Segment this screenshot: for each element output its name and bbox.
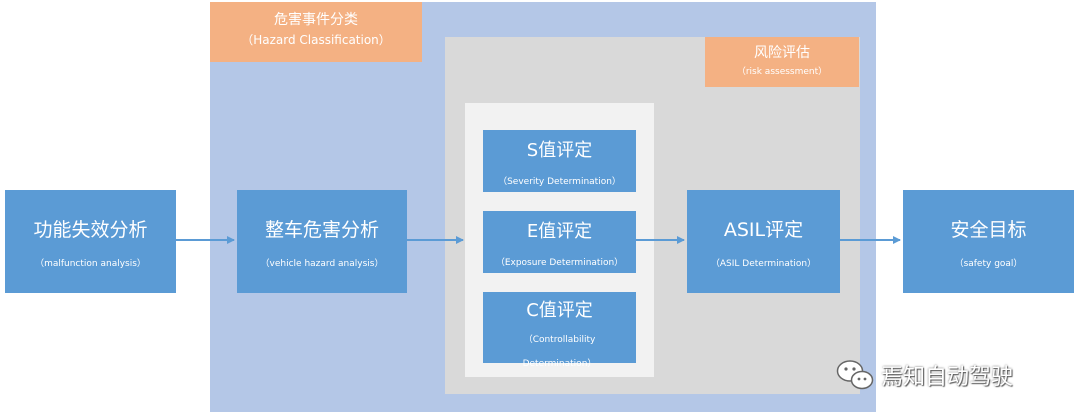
node-subtitle: （Exposure Determination）	[495, 257, 624, 268]
asil-determination-node: ASIL评定 （ASIL Determination）	[687, 190, 840, 293]
risk-assessment-label: 风险评估 （risk assessment）	[705, 37, 859, 87]
safety-goal-node: 安全目标 （safety goal）	[903, 190, 1074, 293]
node-subtitle: （vehicle hazard analysis）	[260, 258, 384, 269]
node-subtitle: （Controllability Determination）	[522, 335, 597, 369]
hazard-classification-label: 危害事件分类 （Hazard Classification）	[210, 2, 422, 62]
node-subtitle: （malfunction analysis）	[35, 258, 146, 269]
severity-determination-node: S值评定 （Severity Determination）	[483, 130, 636, 192]
wechat-icon	[836, 360, 874, 390]
node-subtitle: （safety goal）	[954, 258, 1023, 269]
exposure-determination-node: E值评定 （Exposure Determination）	[483, 211, 636, 273]
node-title: S值评定	[526, 139, 593, 161]
node-title: E值评定	[526, 220, 593, 242]
node-title: 安全目标	[950, 218, 1027, 241]
risk-assessment-title: 风险评估	[754, 45, 810, 61]
vehicle-hazard-analysis-node: 整车危害分析 （vehicle hazard analysis）	[237, 190, 407, 293]
node-title: C值评定	[526, 300, 593, 321]
watermark-text: 焉知自动驾驶	[881, 365, 1014, 390]
node-subtitle: （Severity Determination）	[498, 176, 621, 187]
hazard-classification-subtitle: （Hazard Classification）	[241, 32, 391, 47]
node-title: ASIL评定	[723, 218, 804, 241]
hazard-classification-title: 危害事件分类	[274, 12, 358, 28]
node-title: 功能失效分析	[33, 218, 148, 241]
node-title: 整车危害分析	[264, 218, 379, 241]
risk-assessment-subtitle: （risk assessment）	[736, 66, 828, 77]
node-subtitle: （ASIL Determination）	[710, 258, 817, 269]
watermark: 焉知自动驾驶	[835, 355, 1065, 395]
malfunction-analysis-node: 功能失效分析 （malfunction analysis）	[5, 190, 176, 293]
controllability-determination-node: C值评定 （Controllability Determination）	[483, 292, 636, 369]
